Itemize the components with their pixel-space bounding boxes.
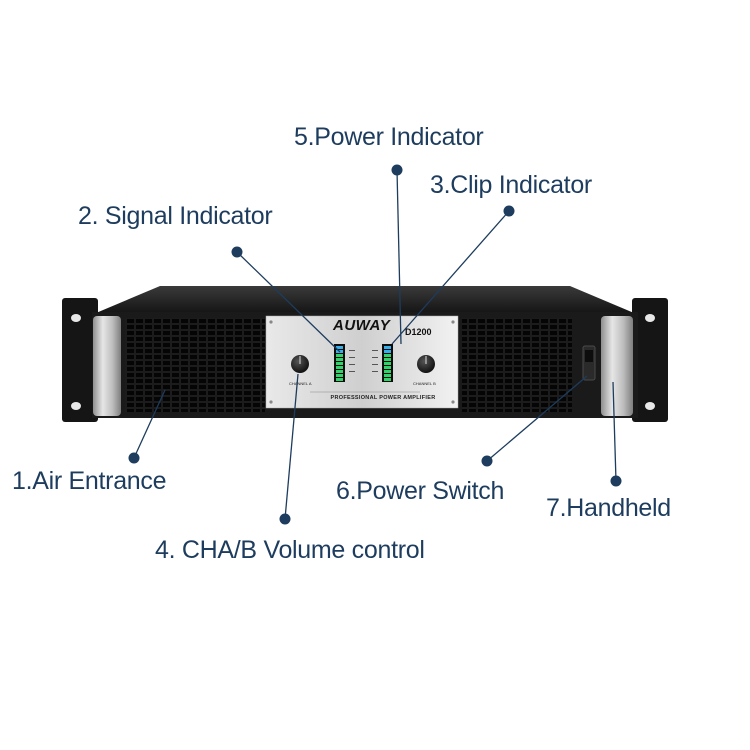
rack-ear-left xyxy=(62,298,98,422)
led-segment xyxy=(384,362,391,365)
leader-line-switch xyxy=(486,375,588,462)
led-segment xyxy=(384,358,391,361)
meter-scale-mark xyxy=(349,350,355,351)
led-segment xyxy=(336,378,343,381)
panel-screw xyxy=(269,400,273,404)
handle-left xyxy=(93,316,121,416)
leader-dot-power xyxy=(391,164,403,176)
meter-scale-mark xyxy=(372,350,378,351)
led-segment xyxy=(384,350,391,353)
leader-line-signal xyxy=(236,251,341,353)
callout-power-indicator: 5.Power Indicator xyxy=(294,123,484,151)
amplifier-model: D1200 xyxy=(405,327,432,337)
panel-screw xyxy=(269,320,273,324)
rack-hole xyxy=(71,314,81,322)
rack-hole xyxy=(645,402,655,410)
leader-dot-signal xyxy=(231,246,243,258)
led-segment xyxy=(384,378,391,381)
meter-scale-mark xyxy=(349,357,355,358)
air-vent-left xyxy=(125,318,265,412)
callout-air-entrance: 1.Air Entrance xyxy=(12,467,167,495)
leader-line-power xyxy=(396,169,402,345)
meter-scale-mark xyxy=(372,357,378,358)
handle-right xyxy=(601,316,633,416)
panel-screw xyxy=(451,400,455,404)
led-segment xyxy=(336,346,343,349)
amplifier-brand-logo: AUWAY xyxy=(333,317,391,334)
leader-line-volume xyxy=(284,373,299,520)
led-segment xyxy=(336,358,343,361)
leader-dot-air xyxy=(128,452,140,464)
callout-power-switch: 6.Power Switch xyxy=(336,477,505,505)
channel-a-label: CHANNEL A xyxy=(289,381,312,386)
panel-screw xyxy=(451,320,455,324)
led-segment xyxy=(384,354,391,357)
meter-scale-mark xyxy=(372,364,378,365)
leader-line-handle xyxy=(612,381,617,482)
callout-clip-indicator: 3.Clip Indicator xyxy=(430,171,592,199)
leader-line-clip xyxy=(391,210,510,345)
rack-hole xyxy=(71,402,81,410)
led-segment xyxy=(384,370,391,373)
led-segment xyxy=(336,354,343,357)
led-segment xyxy=(336,366,343,369)
led-segment xyxy=(336,362,343,365)
channel-b-label: CHANNEL B xyxy=(413,381,436,386)
led-segment xyxy=(384,346,391,349)
power-switch-rocker xyxy=(585,350,593,362)
leader-dot-clip xyxy=(503,205,515,217)
air-vent-right xyxy=(462,318,572,412)
leader-dot-switch xyxy=(481,455,493,467)
meter-scale-mark xyxy=(372,371,378,372)
callout-volume-control: 4. CHA/B Volume control xyxy=(155,536,425,564)
led-segment xyxy=(384,374,391,377)
amplifier-subtitle: PROFESSIONAL POWER AMPLIFIER xyxy=(330,395,436,401)
meter-scale-mark xyxy=(349,364,355,365)
rack-hole xyxy=(645,314,655,322)
callout-signal-indicator: 2. Signal Indicator xyxy=(78,202,273,230)
amplifier-top-cover xyxy=(96,286,634,313)
leader-dot-handle xyxy=(610,475,622,487)
led-segment xyxy=(336,370,343,373)
led-segment xyxy=(384,366,391,369)
leader-line-air xyxy=(133,389,166,459)
callout-handheld: 7.Handheld xyxy=(546,494,671,522)
leader-dot-volume xyxy=(279,513,291,525)
meter-scale-mark xyxy=(349,371,355,372)
led-segment xyxy=(336,374,343,377)
rack-ear-right xyxy=(632,298,668,422)
